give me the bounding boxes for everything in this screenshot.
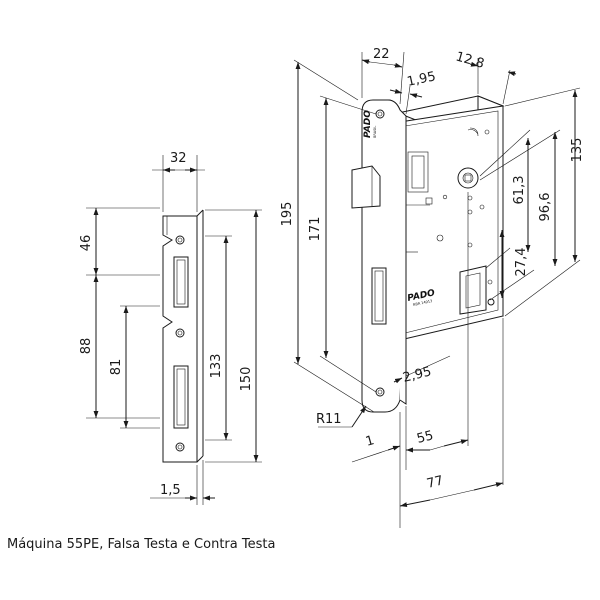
dim-faceplate-width: 22 [361, 47, 405, 105]
dim-case-height-label: 135 [570, 138, 585, 163]
dim-spindle-to-bottom: 61,3 [512, 138, 531, 252]
strike-right-extensions [205, 209, 262, 463]
dim-keyhole-to-bottom: 96,6 [538, 132, 558, 266]
dim-faceplate-width-label: 22 [373, 47, 390, 62]
dim-strike-opening-height: 81 [109, 306, 129, 428]
dim-hole-spacing-label: 171 [308, 217, 323, 242]
dim-total-depth: 77 [399, 473, 504, 508]
lock-faceplate: PADO BRASIL [351, 99, 407, 413]
faceplate-screw-top [375, 109, 385, 119]
dim-strike-total-length: 150 [239, 210, 259, 462]
dim-strike-width: 32 [152, 151, 205, 212]
lock-left-extensions [293, 59, 377, 413]
case-brand-sub: NBR 14913 [413, 299, 433, 307]
dim-backset-label: 55 [415, 428, 435, 447]
dim-strike-top-offset: 46 [79, 208, 99, 275]
dim-hole-spacing: 171 [308, 98, 329, 358]
dim-backset: 55 [406, 428, 469, 453]
dim-faceplate-thickness-label: 2,95 [401, 364, 433, 386]
dim-strike-inner-length: 133 [209, 236, 229, 440]
lock-case: PADO NBR 14913 [396, 95, 505, 341]
dim-strike-hole-spacing-label: 88 [79, 338, 94, 355]
faceplate-screw-bottom [375, 387, 385, 397]
dim-strike-thickness-label: 1,5 [160, 483, 181, 498]
dim-keyhole-to-bottom-label: 96,6 [538, 193, 553, 222]
latch-bolt [351, 165, 381, 209]
dim-faceplate-thickness: 2,95 [393, 355, 451, 386]
dim-faceplate-gap: 1 [351, 433, 401, 463]
strike-screw-hole-bottom [175, 442, 185, 452]
dim-strike-top-offset-label: 46 [79, 235, 94, 252]
strike-screw-hole-top [175, 235, 185, 245]
spindle-hub [457, 167, 479, 189]
dim-strike-inner-length-label: 133 [209, 354, 224, 379]
dim-case-height: 135 [570, 90, 585, 262]
dim-corner-radius: R11 [316, 405, 367, 428]
dim-spindle-to-bottom-label: 61,3 [512, 176, 527, 205]
strike-left-extensions [86, 207, 160, 429]
dim-spindle-to-cylinder-label: 27,4 [514, 248, 529, 277]
dim-case-depth-label: 12,8 [454, 49, 486, 71]
dim-spindle-to-cylinder: 27,4 [499, 230, 529, 298]
lock-bottom-extensions [399, 192, 504, 528]
deadbolt-slot [371, 267, 387, 325]
lock-right-extensions [479, 87, 581, 317]
strike-lower-opening [173, 365, 189, 429]
figure-caption: Máquina 55PE, Falsa Testa e Contra Testa [7, 537, 276, 552]
strike-upper-opening [173, 256, 189, 308]
dim-strike-thickness: 1,5 [150, 460, 215, 505]
faceplate-brand-logo: PADO [363, 110, 373, 138]
dim-strike-hole-spacing: 88 [79, 275, 99, 418]
dim-total-depth-label: 77 [425, 473, 445, 492]
strike-plate [162, 209, 204, 463]
dim-faceplate-offset-label: 1,95 [406, 69, 437, 90]
dim-faceplate-length-label: 195 [280, 202, 295, 227]
dim-case-depth: 12,8 [454, 49, 517, 105]
dim-strike-width-label: 32 [170, 151, 187, 166]
dim-corner-radius-label: R11 [316, 412, 342, 427]
dim-strike-total-length-label: 150 [239, 367, 254, 392]
dim-faceplate-gap-label: 1 [364, 433, 376, 450]
dim-faceplate-length: 195 [280, 62, 301, 364]
faceplate-brand-sub: BRASIL [373, 126, 377, 138]
dim-faceplate-offset: 1,95 [389, 69, 437, 115]
strike-screw-hole-middle [175, 328, 185, 338]
cylinder-cutout [459, 265, 487, 315]
dim-strike-opening-height-label: 81 [109, 359, 124, 376]
